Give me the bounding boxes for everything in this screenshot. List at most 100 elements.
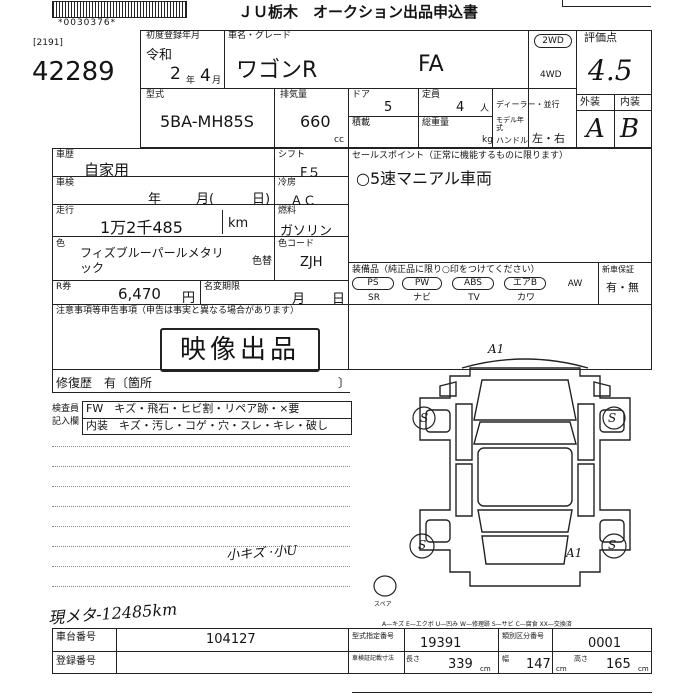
rating-label: 評価点 [584,31,617,44]
lot-code: [2191] [33,38,63,48]
category-number: 0001 [588,636,622,651]
dealer-label: ディーラー・並行 [496,100,560,109]
displacement: 660 [300,112,331,131]
recycle-unit: 円 [182,291,196,306]
bottom-rule [352,692,652,693]
front-bumper-outline [461,358,589,369]
spare-tire-icon [373,575,397,597]
inspection-day: 日) [252,192,271,207]
barcode [52,1,187,18]
mark-circle-right-rear [601,533,627,559]
new-car-warranty-label: 新車保証 [602,265,634,274]
rating-value: 4.5 [588,54,633,87]
car-name-label: 車名・グレード [228,31,292,41]
reg-month: 4 [200,66,211,86]
mark-circle-left-rear [409,533,435,559]
doors: 5 [384,100,393,115]
serial-number: *0030376* [58,18,117,28]
width-unit: cm [556,665,567,673]
color-value: フィズブルーパールメタリ [80,246,224,260]
name-change-label: 名変期限 [204,282,241,292]
model-year-label: モデル年式 [496,116,524,132]
model-label: 型式 [146,90,165,100]
ac-value: ＡＣ [290,194,317,209]
damage-legend: A—キズ E—エクボ U—凹み W—修理跡 S—サビ C—腐食 XX—交換済 [382,621,572,628]
equip-airbag: エアB [504,277,546,290]
mileage-value: 1万2千485 [100,218,183,237]
repair-history-close: 〕 [338,376,351,390]
recycle-label: R券 [56,282,72,292]
category-value: 自家用 [84,161,130,179]
length-label: 長さ [406,655,420,663]
repair-history-label: 修復歴 有〔箇所 [56,376,153,390]
doors-label: ドア [352,90,371,100]
form-title: ＪＵ栃木 オークション出品申込書 [238,3,479,21]
vehicle-table [140,30,652,148]
mileage-label: 走行 [56,206,75,216]
category-label: 車歴 [56,150,75,160]
inspector-row-2: 内装 キズ・汚し・コゲ・穴・スレ・キレ・破し [86,419,328,432]
type-designation-label: 型式指定番号 [352,632,394,640]
drive-2wd-circled: 2WD [534,34,572,48]
details-table [52,148,652,370]
displacement-unit: cc [334,135,344,145]
video-listing-stamp: 映像出品 [160,328,320,372]
height-label: 高さ [574,655,588,663]
car-grade: FA [418,52,444,77]
equip-leather: カワ [516,293,535,303]
height-unit: cm [638,665,649,673]
shift-label: シフト [278,150,306,160]
mark-right-front-s: S [608,411,617,425]
seats-label: 定員 [422,90,441,100]
reg-date-label: 初度登録年月 [146,31,201,41]
mark-circle-right-front [602,406,626,430]
equip-pw: PW [402,277,442,290]
inspector-label: 検査員 [52,404,80,414]
equip-tv: TV [468,293,480,303]
seats-unit: 人 [480,104,490,114]
body-outline [419,367,631,587]
mark-left-front-s: S [420,411,429,425]
meter-note: 現メタ-12485km [47,599,178,628]
equip-ps: PS [352,277,394,290]
shift-value: F５ [300,166,321,181]
equip-aw: AW [567,279,583,289]
load-label: 積載 [352,118,371,128]
mileage-unit: km [228,216,249,231]
mark-right-rear-s: S [608,538,617,552]
sales-point-label: セールスポイント（正常に機能するものに限ります） [352,151,569,161]
handwritten-note: 小キズ ·小U [225,543,298,564]
interior-grade: B [620,114,640,144]
top-right-box [562,0,651,7]
car-damage-diagram [409,358,631,587]
era: 令和 [146,48,173,63]
year-unit: 年 [186,76,196,86]
inspector-row-1: FW キズ・飛石・ヒビ割・リペア跡・×要 [86,402,300,415]
name-change-month: 月 [292,292,306,307]
category-number-label: 類別区分番号 [502,632,544,640]
width-label: 幅 [502,655,509,663]
exterior-label: 外装 [580,97,600,108]
frame-number: 104127 [206,632,256,647]
width-value: 147 [526,657,551,672]
drive-4wd: 4WD [540,70,562,80]
inspection-label: 車検 [56,178,75,188]
inspection-month: 月( [196,192,215,207]
load-unit: kg [482,135,493,145]
equipment-label: 装備品（純正品に限り○印をつけてください） [352,265,540,275]
mark-left-rear-s: S [418,538,427,552]
length-unit: cm [480,665,491,673]
mark-front-a1: A1 [488,342,505,356]
reg-year: 2 [170,64,181,84]
dimensions-label: 車検証記載寸法 [352,655,395,662]
color-code-value: ZJH [300,255,323,270]
recycle-fee: 6,470 [118,285,161,303]
displacement-label: 排気量 [280,90,308,100]
new-car-warranty-value: 有・無 [606,281,639,294]
type-designation-number: 19391 [420,636,462,651]
notes-label: 注意事項等申告事項（申告は事実と異なる場合があります） [56,306,300,316]
equip-sr: SR [368,293,380,303]
lot-number: 42289 [32,57,115,87]
fuel-value: ガソリン [280,224,333,239]
color-label: 色 [56,239,66,249]
